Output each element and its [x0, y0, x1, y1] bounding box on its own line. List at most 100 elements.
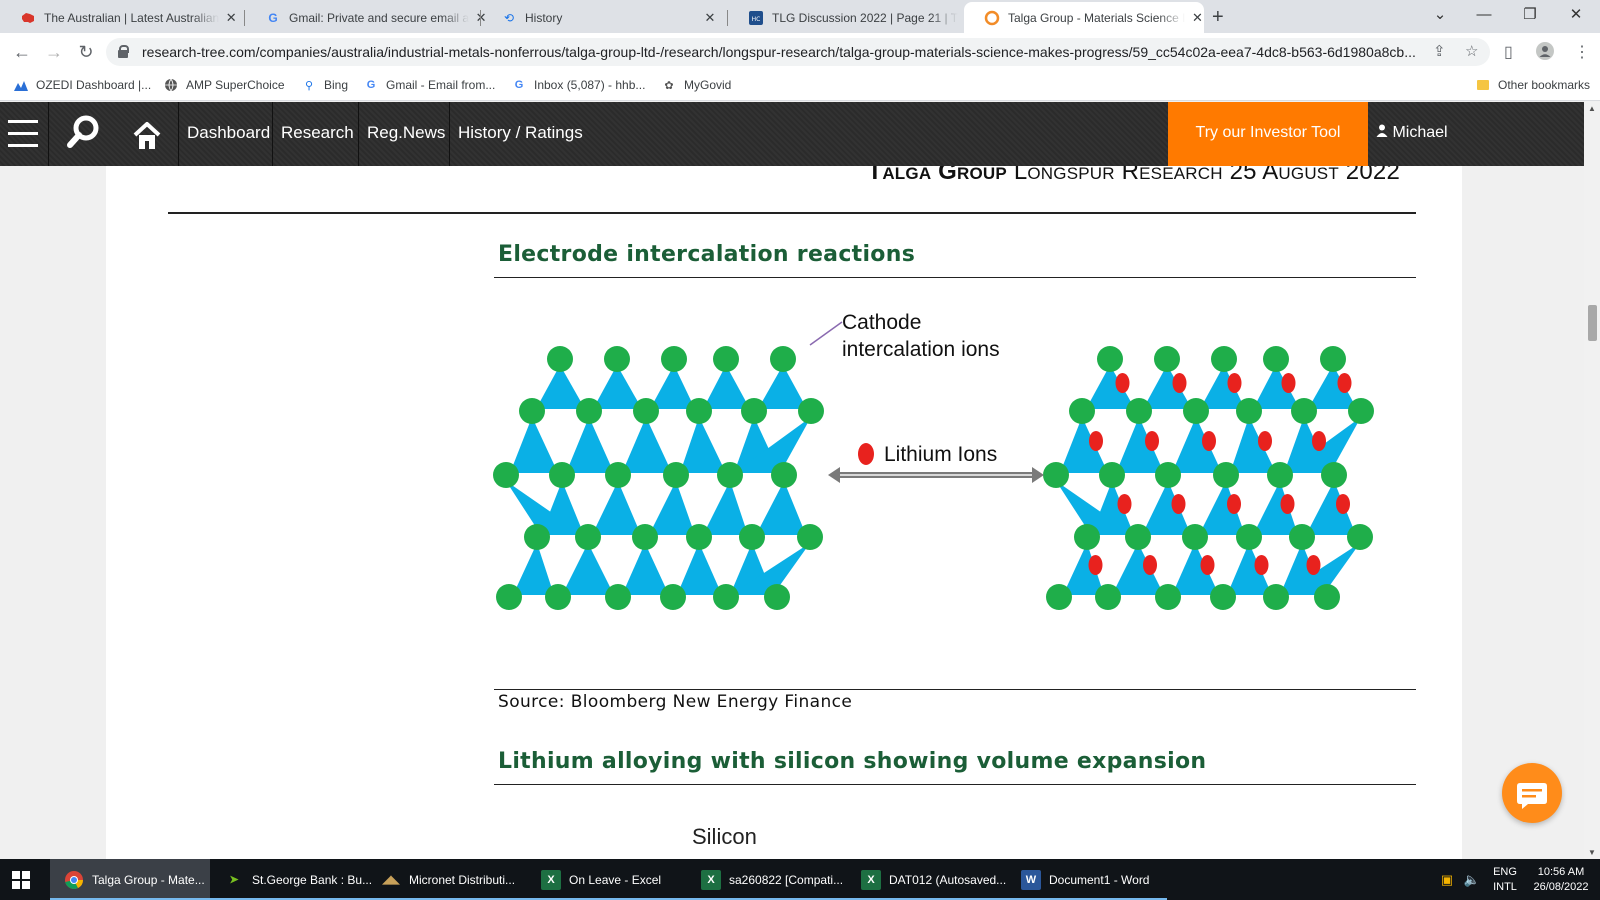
globe-icon: [164, 78, 178, 92]
google-icon: G: [268, 10, 278, 25]
lattice-node: [1182, 524, 1208, 550]
bookmark-ozedi[interactable]: OZEDI Dashboard |...: [14, 78, 151, 92]
bookmark-star-icon[interactable]: ☆: [1465, 43, 1479, 60]
lattice-node: [1348, 398, 1374, 424]
user-menu[interactable]: Michael: [1370, 102, 1448, 166]
tab-tlg-discussion[interactable]: HC TLG Discussion 2022 | Page 21 | T ✕: [728, 2, 976, 33]
hamburger-menu-icon[interactable]: [0, 102, 49, 166]
close-window-button[interactable]: ✕: [1569, 6, 1583, 23]
clock[interactable]: 10:56 AM 26/08/2022: [1533, 866, 1589, 893]
tab-gmail[interactable]: G Gmail: Private and secure email a ✕: [245, 2, 487, 33]
mygovid-icon: ✿: [664, 79, 674, 92]
tab-talga-group[interactable]: Talga Group - Materials Science I ✕: [964, 2, 1204, 33]
taskbar-app-stgeorge[interactable]: ➤ St.George Bank : Bu...: [210, 859, 372, 900]
lattice-node: [519, 398, 545, 424]
lattice-node: [604, 346, 630, 372]
lattice-node: [1236, 524, 1262, 550]
tab-search-icon[interactable]: ⌄: [1433, 6, 1447, 23]
volume-icon[interactable]: 🔈: [1463, 872, 1481, 887]
menu-dots-icon[interactable]: ⋮: [1574, 44, 1590, 61]
tab-close-icon[interactable]: ✕: [225, 9, 237, 25]
search-icon[interactable]: [50, 102, 114, 166]
nav-history-ratings[interactable]: History / Ratings: [449, 102, 591, 166]
taskbar-app-excel-on-leave[interactable]: X On Leave - Excel: [527, 859, 687, 900]
lattice-node: [1125, 524, 1151, 550]
bookmark-inbox[interactable]: G Inbox (5,087) - hhb...: [512, 78, 646, 92]
notification-icon[interactable]: ▣: [1440, 872, 1454, 887]
folder-icon: [1476, 78, 1490, 92]
taskbar-app-word[interactable]: W Document1 - Word: [1007, 859, 1167, 900]
lithium-label: Lithium Ions: [884, 443, 997, 466]
language-indicator[interactable]: ENG INTL: [1493, 866, 1517, 893]
browser-toolbar: ← → ↻ research-tree.com/companies/austra…: [0, 33, 1600, 71]
lattice-node: [1211, 346, 1237, 372]
lattice-node: [1095, 584, 1121, 610]
nav-dashboard[interactable]: Dashboard: [178, 102, 278, 166]
lithium-ion: [1280, 494, 1295, 514]
taskbar-app-excel-dat012[interactable]: X DAT012 (Autosaved...: [847, 859, 1007, 900]
lattice-triangle: [1172, 543, 1219, 595]
home-icon[interactable]: [118, 102, 176, 166]
page-scrollbar[interactable]: ▲ ▼: [1584, 102, 1600, 859]
profile-avatar[interactable]: [1536, 42, 1554, 65]
excel-icon: X: [541, 869, 561, 890]
scroll-down-arrow-icon[interactable]: ▼: [1588, 848, 1596, 857]
tab-history[interactable]: ⟲ History ✕: [481, 2, 728, 33]
lattice-triangle: [650, 365, 695, 409]
bookmark-bing[interactable]: ⚲ Bing: [302, 78, 348, 92]
tab-close-icon[interactable]: ✕: [1191, 9, 1203, 25]
lattice-triangle: [758, 365, 807, 409]
lattice-triangle: [677, 543, 722, 595]
scrollbar-thumb[interactable]: [1588, 305, 1597, 341]
research-tree-icon: [984, 10, 1000, 26]
lattice-node: [660, 584, 686, 610]
search-icon: ⚲: [304, 79, 314, 92]
lattice-triangle: [592, 481, 641, 535]
lithium-ion: [1336, 494, 1350, 514]
lattice-node: [764, 584, 790, 610]
chat-button[interactable]: [1502, 763, 1562, 823]
lattice-triangle: [566, 417, 614, 473]
source-rule: [494, 689, 1416, 690]
nav-reg-news[interactable]: Reg.News: [358, 102, 453, 166]
bookmark-mygovid[interactable]: ✿ MyGovid: [662, 78, 731, 92]
lattice-triangle: [622, 417, 672, 473]
lattice-node: [686, 398, 712, 424]
lattice-triangle: [1060, 417, 1108, 473]
try-investor-tool-button[interactable]: Try our Investor Tool: [1168, 102, 1368, 166]
back-icon[interactable]: ←: [13, 42, 31, 62]
lithium-ion: [1312, 431, 1326, 451]
lattice-node: [717, 462, 743, 488]
lattice-triangle: [1230, 417, 1276, 473]
share-icon[interactable]: ⇪: [1433, 43, 1446, 60]
scroll-up-arrow-icon[interactable]: ▲: [1588, 104, 1596, 113]
address-bar[interactable]: research-tree.com/companies/australia/in…: [106, 38, 1490, 66]
taskbar-app-excel-sa260822[interactable]: X sa260822 [Compati...: [687, 859, 847, 900]
nav-research[interactable]: Research: [272, 102, 362, 166]
new-tab-button[interactable]: +: [1212, 6, 1224, 28]
minimize-button[interactable]: —: [1476, 6, 1492, 23]
bookmarks-bar: OZEDI Dashboard |... AMP SuperChoice ⚲ B…: [0, 71, 1600, 101]
bookmark-gmail[interactable]: G Gmail - Email from...: [364, 78, 496, 92]
taskbar-app-chrome[interactable]: Talga Group - Mate...: [50, 859, 210, 900]
taskbar-app-micronet[interactable]: ◢◣ Micronet Distributi...: [367, 859, 527, 900]
bookmark-amp-superchoice[interactable]: AMP SuperChoice: [164, 78, 285, 92]
restore-button[interactable]: ❐: [1523, 6, 1537, 23]
lattice-triangle: [1086, 365, 1135, 409]
lattice-node: [575, 524, 601, 550]
side-panel-icon[interactable]: ▯: [1504, 44, 1513, 61]
reload-icon[interactable]: ↻: [78, 42, 94, 62]
google-icon: G: [514, 79, 524, 91]
lattice-node: [496, 584, 522, 610]
forward-icon[interactable]: →: [45, 42, 63, 62]
lattice-node: [493, 462, 519, 488]
lattice-node: [576, 398, 602, 424]
lattice-node: [713, 346, 739, 372]
other-bookmarks[interactable]: Other bookmarks: [1476, 78, 1590, 92]
lithium-ion: [1254, 555, 1269, 575]
windows-start-icon[interactable]: [12, 871, 30, 889]
tab-close-icon[interactable]: ✕: [704, 9, 716, 25]
lattice-triangle: [1280, 543, 1360, 595]
tab-close-icon[interactable]: ✕: [475, 9, 487, 25]
tab-the-australian[interactable]: The Australian | Latest Australian ✕: [0, 2, 245, 33]
